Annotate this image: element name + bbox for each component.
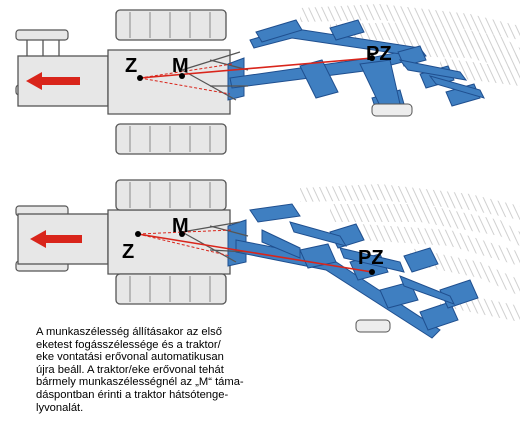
caption: A munkaszélesség állításakor az első eke… (36, 326, 298, 414)
bottom-point-m-marker (179, 231, 185, 237)
top-point-pz-marker (369, 55, 375, 61)
bottom-point-z-marker (135, 231, 141, 237)
left-arrow-icon (26, 72, 80, 90)
bottom-hitch-links (181, 221, 249, 263)
top-diagram: Z M PZ (15, 4, 520, 155)
top-point-z-label: Z (125, 55, 137, 77)
caption-line: lyvonalát. (36, 401, 84, 414)
bottom-plow-wheel (355, 319, 391, 333)
bottom-draft-lines (137, 229, 373, 273)
top-furrows (300, 4, 520, 86)
caption-line: bármely munkaszélességnél az „M“ táma- (36, 376, 244, 389)
top-point-m-label: M (172, 55, 189, 77)
top-point-pz-label: PZ (366, 43, 392, 65)
caption-line: eke vontatási erővonal automatikusan (36, 351, 224, 364)
caption-line: újra beáll. A traktor/eke erővonal tehát (36, 363, 224, 376)
caption-line: eketest fogásszélessége és a traktor/ (36, 338, 221, 351)
top-point-m-marker (179, 73, 185, 79)
bottom-diagram: Z M PZ (15, 179, 520, 339)
caption-line: A munkaszélesség állításakor az első (36, 326, 222, 338)
top-point-z-marker (137, 75, 143, 81)
bottom-point-m-label: M (172, 215, 189, 237)
bottom-plow (227, 203, 479, 339)
bottom-point-pz-label: PZ (358, 247, 384, 269)
top-draft-lines (139, 57, 373, 95)
left-arrow-icon (30, 230, 82, 248)
caption-line: dáspontban érinti a traktor hátsótenge- (36, 388, 229, 401)
top-hitch-links (181, 51, 249, 101)
bottom-point-z-label: Z (122, 241, 134, 263)
top-tractor (17, 9, 231, 155)
top-plow-wheel (371, 103, 413, 117)
top-plow (227, 19, 485, 111)
bottom-point-pz-marker (369, 269, 375, 275)
